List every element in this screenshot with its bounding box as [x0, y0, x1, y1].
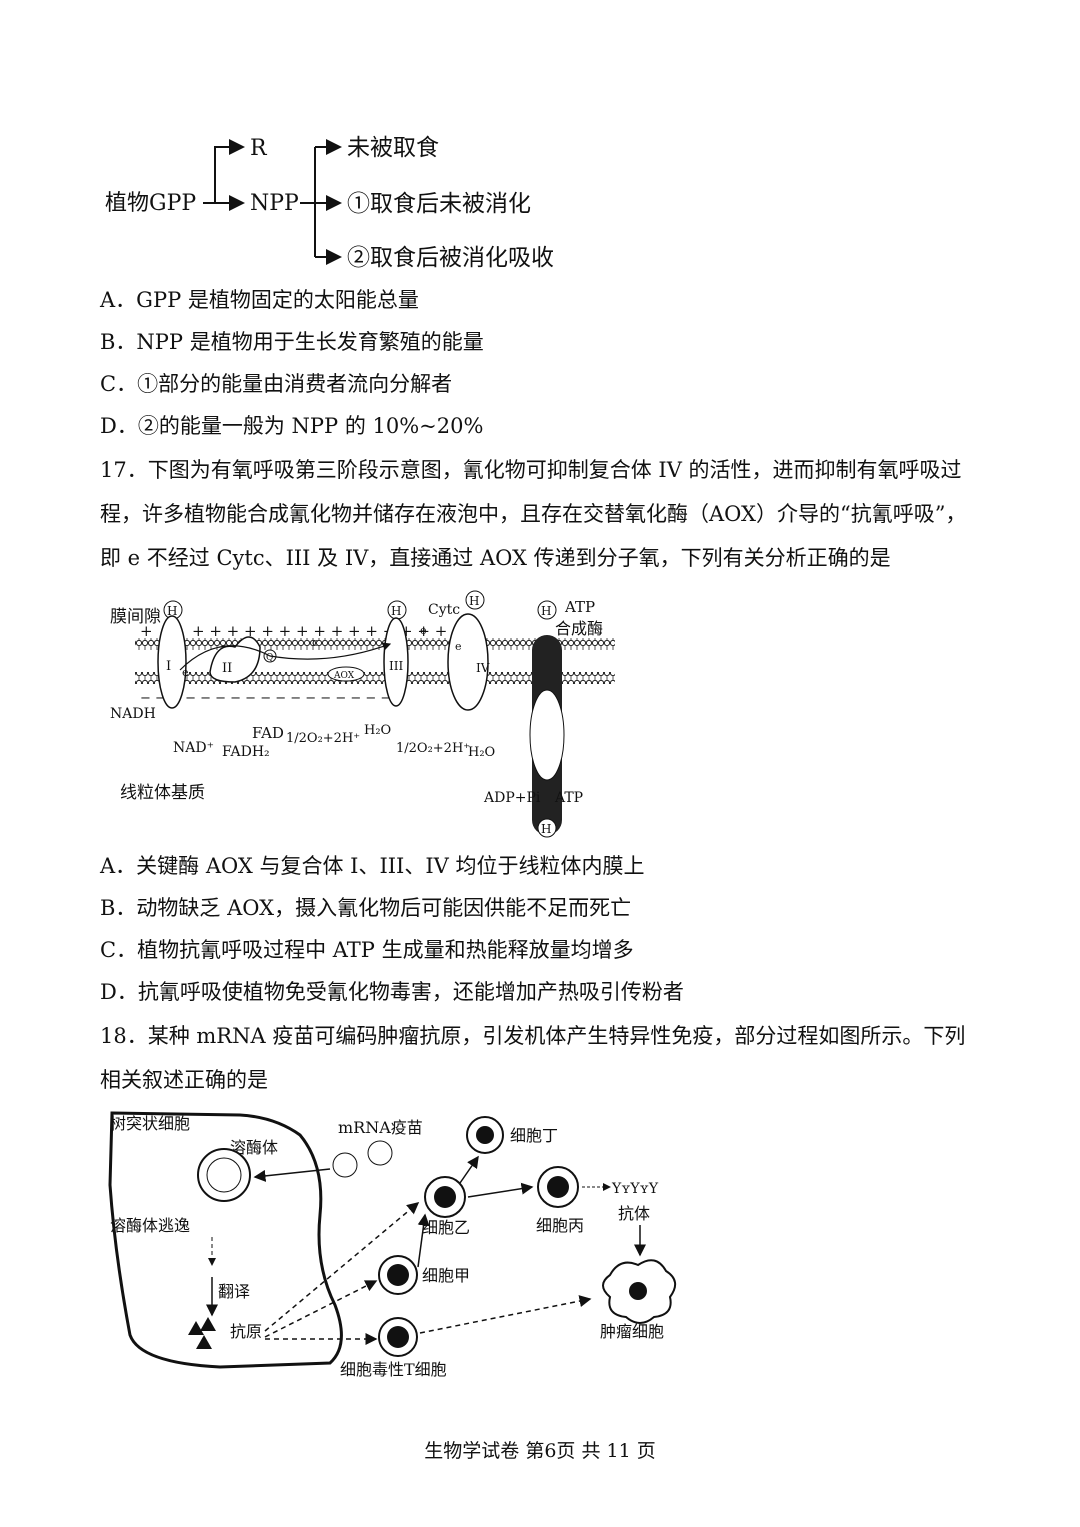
label-matrix: 线粒体基质	[120, 783, 205, 803]
svg-text:IV: IV	[476, 661, 490, 675]
dendritic-cell	[108, 1111, 343, 1369]
svg-text:− − − − − − − − − − − − − − −: − − − − − − − − − − − − − − − − −	[140, 691, 391, 706]
svg-text:I: I	[166, 659, 171, 674]
label-atp-synthase: 合成酶	[555, 619, 603, 638]
flow-branch1: 未被取食	[347, 135, 439, 161]
label-translate: 翻译	[218, 1282, 250, 1301]
label-lysosome: 溶酶体	[230, 1138, 278, 1157]
label-mrna: mRNA疫苗	[338, 1118, 423, 1137]
svg-text:+ + + + + + + + + + + + + + +: + + + + + + + + + + + + + + +	[192, 622, 447, 640]
antigen-icon	[188, 1317, 216, 1349]
svg-text:H: H	[541, 822, 551, 836]
flow-gpp: 植物GPP	[105, 191, 196, 216]
svg-text:e: e	[420, 624, 427, 637]
svg-text:细胞丙: 细胞丙	[536, 1216, 584, 1235]
label-cytc: Cytc	[428, 602, 460, 618]
flow-branch2: ①取食后未被消化	[347, 191, 531, 217]
complex-iv	[447, 613, 489, 711]
q16-option-c: C．①部分的能量由消费者流向分解者	[100, 372, 453, 396]
svg-text:ATP: ATP	[564, 598, 595, 616]
svg-text:II: II	[222, 661, 232, 676]
h-ion: H	[167, 604, 177, 618]
svg-text:H₂O: H₂O	[468, 745, 495, 760]
svg-text:III: III	[389, 659, 403, 673]
flow-npp: NPP	[250, 191, 299, 216]
label-nadh: NADH	[110, 706, 156, 722]
plus-row: +	[140, 622, 153, 640]
svg-text:ADP+Pi: ADP+Pi	[483, 790, 541, 806]
q17-option-b: B．动物缺乏 AOX，摄入氰化物后可能因供能不足而死亡	[100, 896, 632, 920]
label-escape: 溶酶体逃逸	[110, 1216, 190, 1235]
label-dendritic: 树突状细胞	[110, 1114, 190, 1133]
svg-text:NAD⁺: NAD⁺	[173, 740, 214, 756]
svg-text:细胞甲: 细胞甲	[422, 1266, 470, 1285]
svg-text:e: e	[182, 666, 189, 679]
complex-i	[157, 615, 187, 709]
label-aox: AOX	[333, 671, 355, 681]
svg-text:H: H	[541, 604, 551, 618]
q17-option-c: C．植物抗氰呼吸过程中 ATP 生成量和热能释放量均增多	[100, 938, 634, 962]
antibody-icon: YʏYʏY	[611, 1181, 659, 1197]
svg-text:细胞乙: 细胞乙	[422, 1218, 470, 1237]
svg-text:1/2O₂+2H⁺: 1/2O₂+2H⁺	[396, 741, 470, 756]
svg-text:H₂O: H₂O	[364, 723, 391, 738]
label-tumor: 肿瘤细胞	[600, 1322, 664, 1341]
q16-option-a: A．GPP 是植物固定的太阳能总量	[100, 288, 419, 312]
flow-r: R	[250, 136, 268, 161]
q17-option-d: D．抗氰呼吸使植物免受氰化物毒害，还能增加产热吸引传粉者	[100, 980, 684, 1004]
svg-text:Q: Q	[266, 653, 273, 663]
energy-flow-diagram: 植物GPP R NPP 未被取食 ①取食后未被消化 ②取食后被消化吸收	[105, 135, 554, 271]
flow-branch3: ②取食后被消化吸收	[347, 245, 554, 271]
q18-stem: 18．某种 mRNA 疫苗可编码肿瘤抗原，引发机体产生特异性免疫，部分过程如图所…	[100, 1024, 966, 1092]
page-footer: 生物学试卷 第6页 共 11 页	[424, 1440, 656, 1462]
complex-ii	[209, 636, 261, 683]
q17-stem: 17．下图为有氧呼吸第三阶段示意图，氰化物可抑制复合体 IV 的活性，进而抑制有…	[100, 458, 967, 570]
svg-text:e: e	[455, 640, 462, 653]
q16-option-d: D．②的能量一般为 NPP 的 10%~20%	[100, 414, 484, 438]
svg-text:H: H	[391, 604, 401, 618]
immune-diagram: 树突状细胞 溶酶体 mRNA疫苗 溶酶体逃逸 翻译 抗原 细胞丁 细胞乙 细胞丙…	[108, 1111, 677, 1379]
label-intermembrane: 膜间隙	[110, 607, 161, 627]
label-ctl: 细胞毒性T细胞	[340, 1360, 447, 1379]
q17-option-a: A．关键酶 AOX 与复合体 I、III、IV 均位于线粒体内膜上	[100, 854, 645, 878]
respiration-diagram: 膜间隙 线粒体基质 + + + + + + + + + + + + + + + …	[110, 590, 615, 838]
q16-option-b: B．NPP 是植物用于生长发育繁殖的能量	[100, 330, 484, 354]
svg-text:1/2O₂+2H⁺: 1/2O₂+2H⁺	[286, 731, 360, 746]
label-antibody: 抗体	[618, 1204, 650, 1223]
svg-text:ATP: ATP	[554, 790, 583, 806]
svg-text:H: H	[469, 594, 479, 608]
svg-text:细胞丁: 细胞丁	[510, 1126, 558, 1145]
label-antigen: 抗原	[230, 1322, 262, 1341]
svg-text:FAD: FAD	[252, 724, 284, 742]
svg-text:c: c	[312, 636, 318, 649]
complex-iii	[383, 617, 409, 707]
svg-text:FADH₂: FADH₂	[222, 744, 270, 760]
